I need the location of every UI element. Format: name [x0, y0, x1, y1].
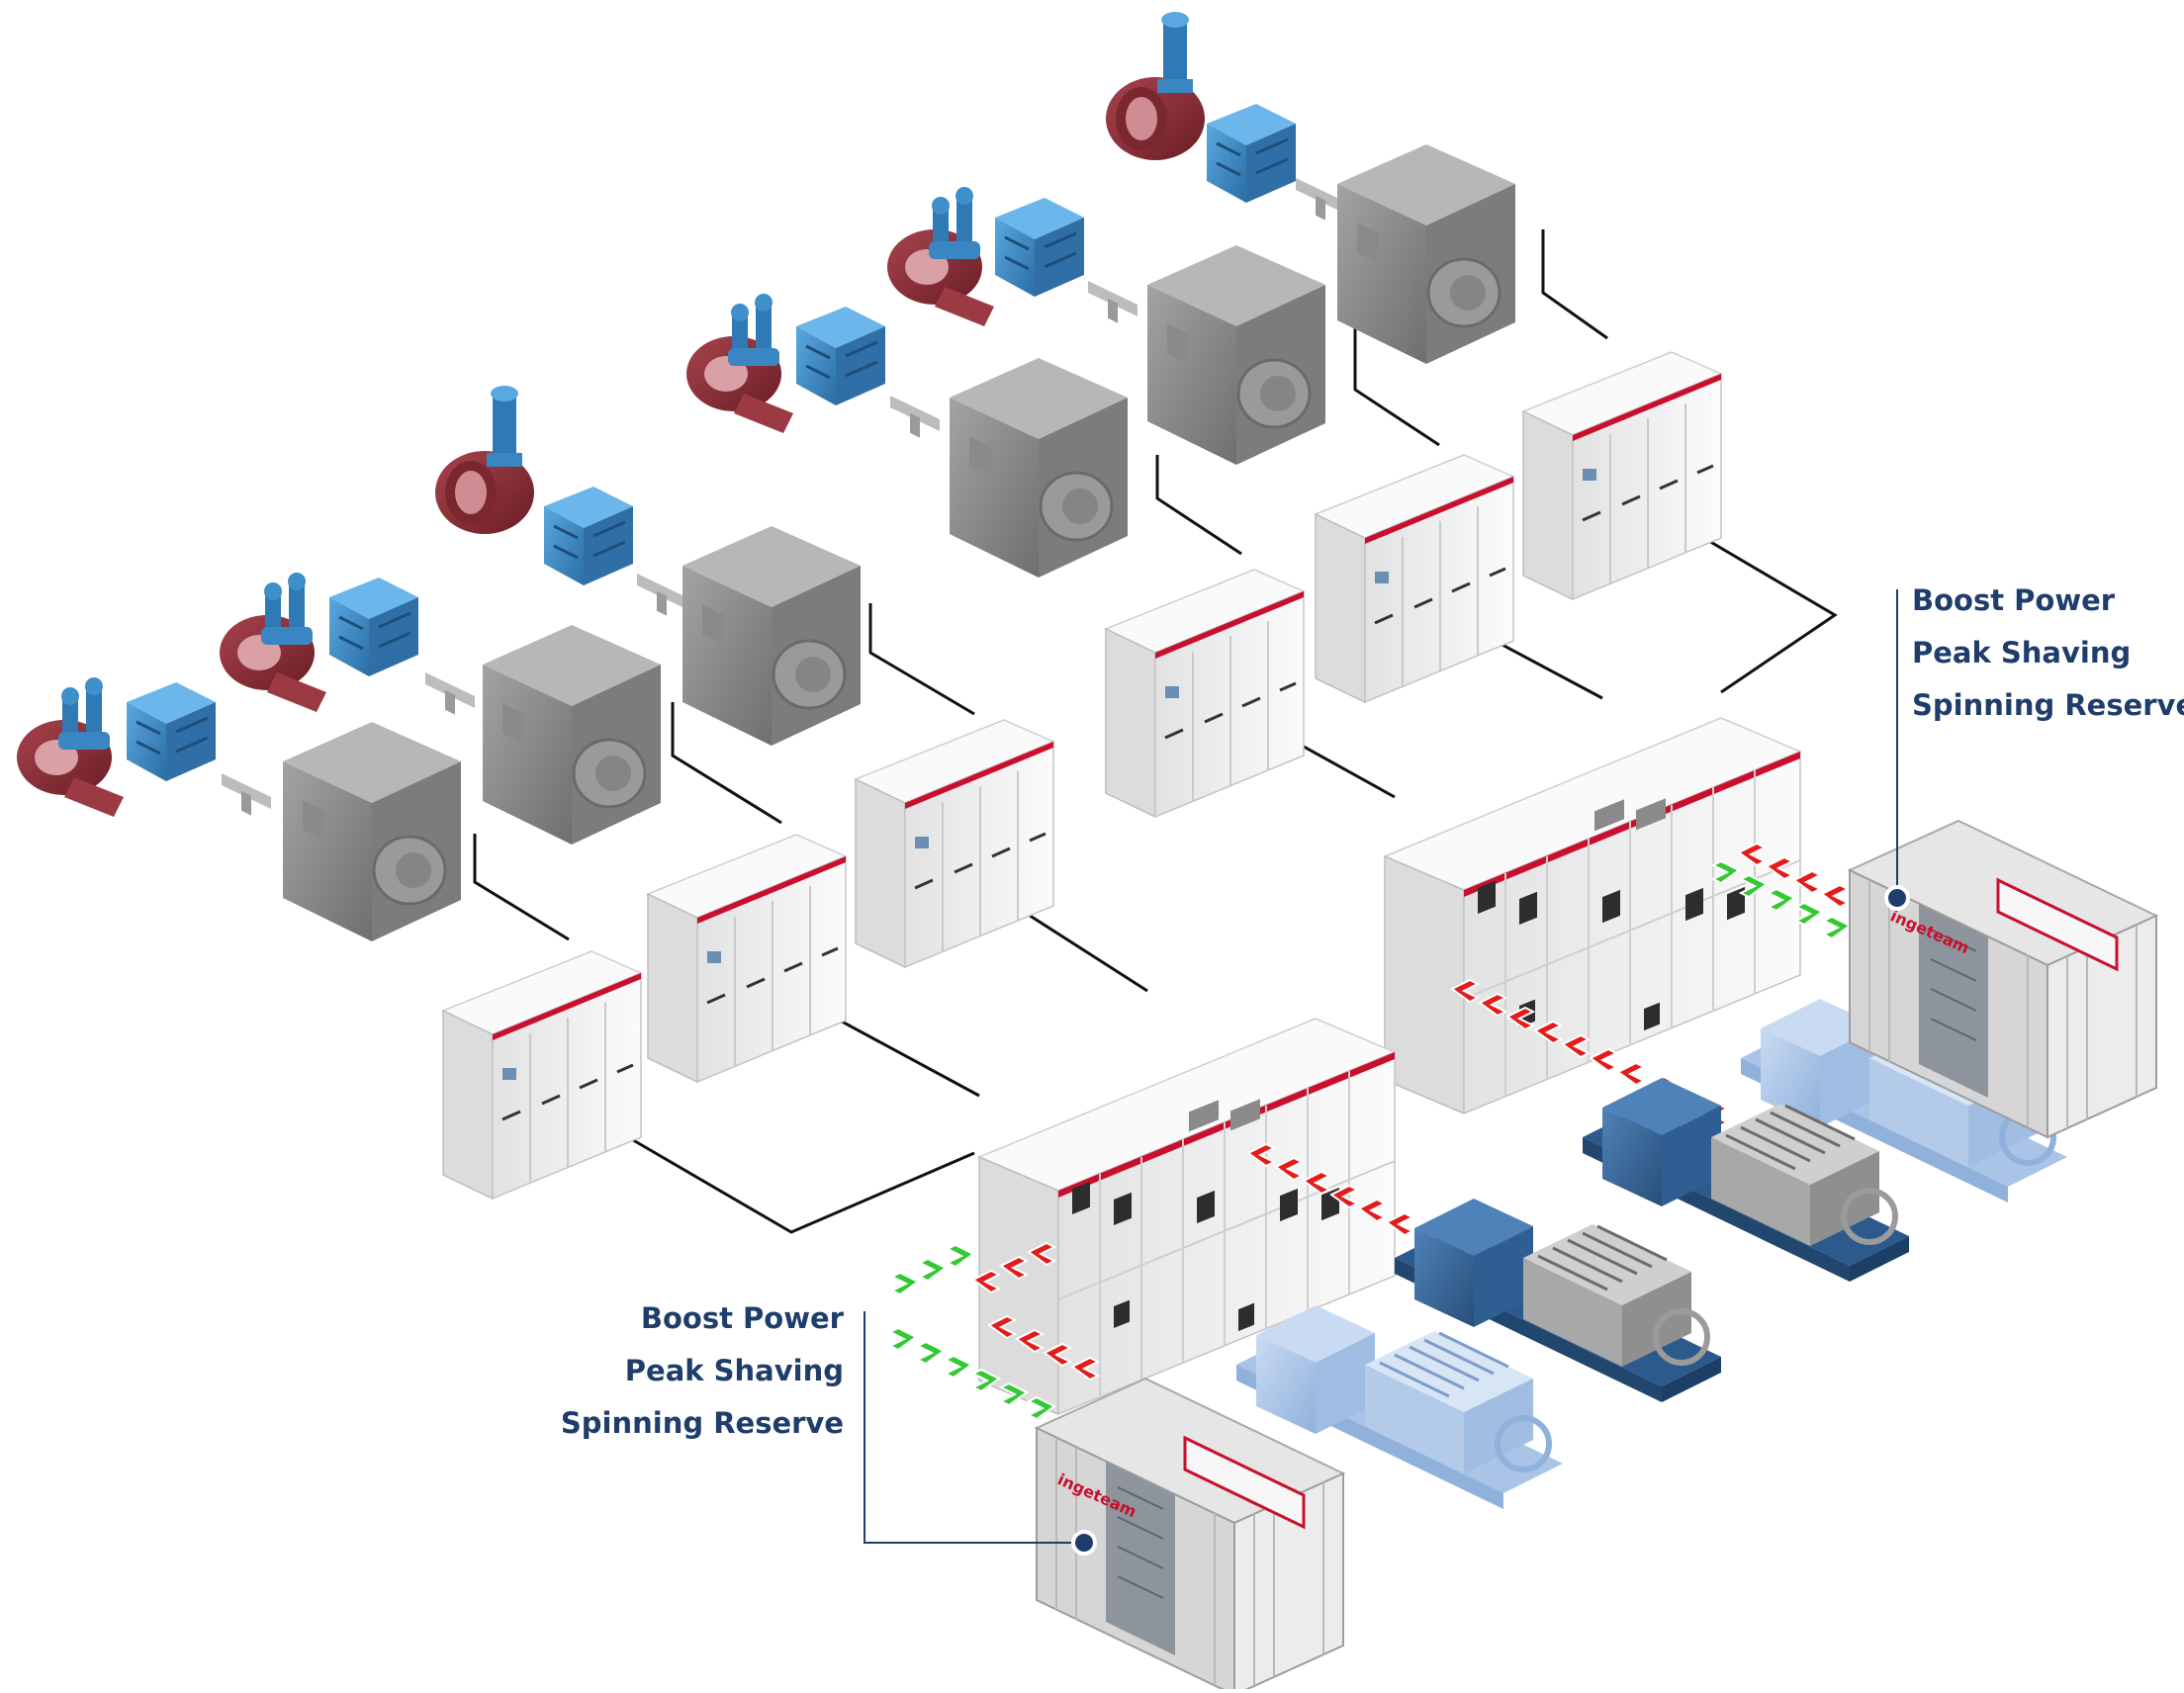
callout-right-line-1: Boost Power [1912, 583, 2116, 617]
battery-container-right: ingeteam [1848, 819, 2158, 1139]
callout-right: Boost Power Peak Shaving Spinning Reserv… [1912, 575, 2184, 732]
callout-left-line-3: Spinning Reserve [560, 1406, 844, 1440]
battery-container-left: ingeteam [1035, 1377, 1345, 1693]
callout-left: Boost Power Peak Shaving Spinning Reserv… [561, 1292, 844, 1450]
drive-cabinet-2 [1314, 453, 1515, 704]
callout-marker-left [1071, 1530, 1097, 1556]
propulsion-train-6 [17, 677, 463, 943]
callout-left-line-2: Peak Shaving [624, 1354, 844, 1387]
callout-leaders [864, 589, 1898, 1544]
switchboard-right [1384, 717, 1801, 1114]
callout-marker-right [1884, 885, 1910, 911]
callout-left-line-1: Boost Power [640, 1301, 844, 1335]
drive-cabinet-4 [854, 718, 1055, 969]
callout-right-line-2: Peak Shaving [1912, 636, 2132, 669]
drive-cabinet-1 [1521, 350, 1723, 601]
drive-cabinet-6 [441, 949, 643, 1201]
drive-cabinet-3 [1104, 568, 1306, 819]
callout-right-line-3: Spinning Reserve [1912, 688, 2184, 722]
drive-cabinet-5 [646, 833, 848, 1084]
